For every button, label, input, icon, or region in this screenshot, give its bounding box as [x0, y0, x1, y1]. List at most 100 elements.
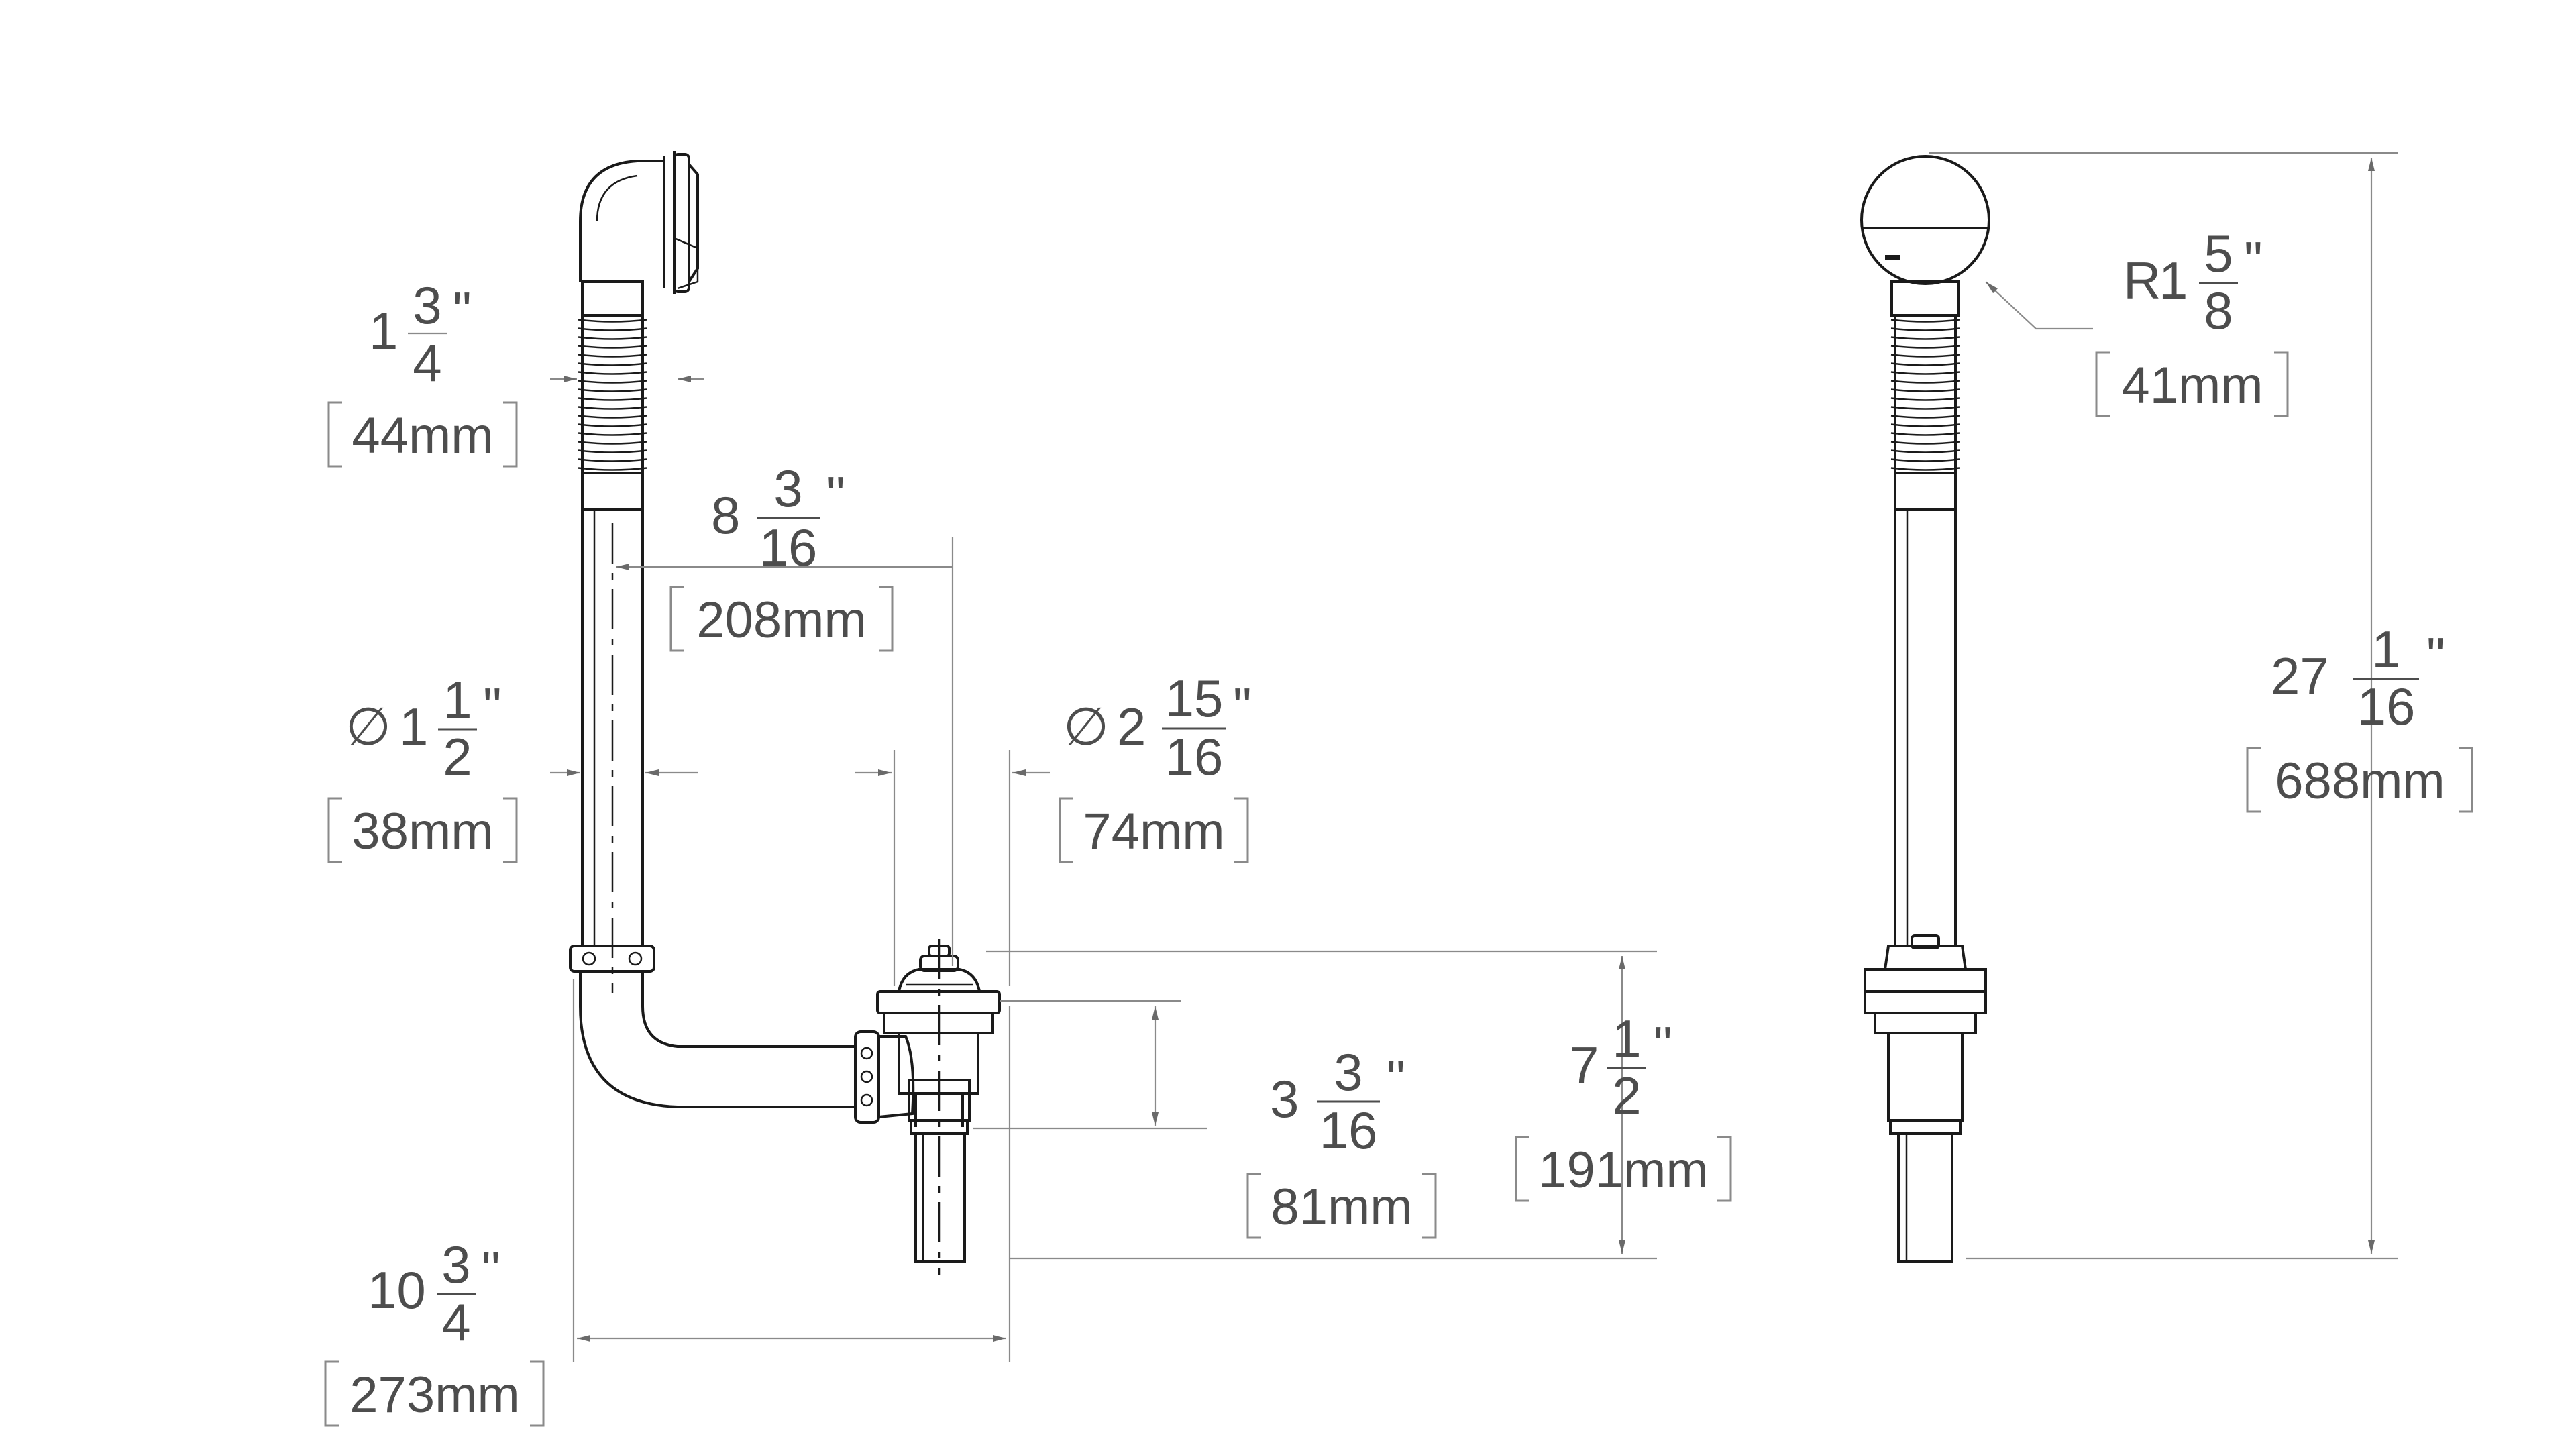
tube-rib [1890, 371, 1960, 375]
flex-tube [578, 315, 647, 473]
tube-rib [1890, 336, 1960, 340]
mm-value: 208mm [696, 592, 866, 649]
tube-rib [578, 388, 647, 392]
tube-rib [1890, 467, 1960, 471]
tube-rib [1890, 345, 1960, 349]
side-overflow-pipe [1894, 510, 1957, 946]
diameter-symbol: ∅ [1063, 697, 1109, 756]
coupling-nut [569, 945, 655, 973]
tube-rib [578, 371, 647, 375]
tube-rib [578, 397, 647, 401]
tube-rib [1890, 441, 1960, 445]
denominator: 2 [443, 727, 472, 786]
bend-pipe-inner [641, 971, 855, 1048]
whole: 1 [369, 301, 398, 360]
faceplate [1860, 155, 1990, 285]
tube-rib [578, 406, 647, 410]
mm-value: 38mm [352, 803, 493, 860]
tube-rib [1890, 449, 1960, 453]
tube-rib [578, 423, 647, 427]
label-pipe-diameter: ∅ 1 1 2 " 38mm [327, 670, 518, 863]
whole: 2 [1117, 697, 1146, 756]
overflow-pipe [581, 510, 644, 946]
side-view [1860, 155, 1990, 1263]
label-drain-body-height: 3 3 16 " 81mm [1246, 1042, 1437, 1239]
tube-rib [1890, 406, 1960, 410]
numerator: 5 [2204, 224, 2233, 283]
tube-rib [578, 345, 647, 349]
whole: 1 [2159, 251, 2188, 310]
denominator: 2 [1612, 1066, 1641, 1125]
label-centerline-offset: 8 3 16 " 208mm [669, 459, 894, 652]
whole: 1 [399, 697, 428, 756]
label-overall-width: 10 3 4 " 273mm [324, 1235, 545, 1427]
numerator: 1 [1612, 1009, 1641, 1068]
whole: 7 [1570, 1036, 1599, 1095]
bend-pipe-outer [579, 971, 855, 1108]
tube-rib [578, 432, 647, 436]
mm-value: 191mm [1538, 1142, 1708, 1199]
radius-prefix: R [2123, 251, 2161, 310]
tube-rib [578, 449, 647, 453]
mm-value: 688mm [2275, 753, 2445, 810]
tube-collar [581, 472, 644, 511]
label-drain-diameter: ∅ 2 15 16 " 74mm [1059, 669, 1252, 863]
tube-rib [578, 336, 647, 340]
side-tube-collar [1894, 472, 1957, 511]
numerator: 3 [1334, 1042, 1362, 1102]
label-overflow-tube: 1 3 4 " 44mm [327, 276, 518, 468]
tube-rib [578, 327, 647, 331]
tube-rib [578, 415, 647, 419]
tube-rib [1890, 432, 1960, 436]
tube-rib [1890, 415, 1960, 419]
overflow-elbow [579, 151, 699, 294]
label-overall-height: 27 1 16 " 688mm [2246, 620, 2473, 813]
label-faceplate-radius: R 1 5 8 " 41mm [2095, 224, 2289, 417]
whole: 10 [368, 1260, 426, 1320]
denominator: 16 [1165, 727, 1224, 786]
tee-nut [854, 1030, 915, 1124]
side-collar [1890, 280, 1960, 317]
numerator: 1 [2371, 620, 2400, 679]
inch-mark: " [1387, 1049, 1405, 1108]
tube-rib [578, 362, 647, 366]
tube-rib [1890, 423, 1960, 427]
numerator: 3 [773, 459, 802, 518]
denominator: 4 [413, 333, 441, 392]
tube-rib [578, 380, 647, 384]
mm-value: 81mm [1271, 1179, 1412, 1236]
mm-value: 74mm [1083, 803, 1224, 860]
tube-rib [578, 441, 647, 445]
tube-rib [1890, 354, 1960, 358]
overflow-collar [581, 280, 644, 317]
tube-rib [1890, 397, 1960, 401]
front-view [569, 151, 1001, 1275]
denominator: 16 [1320, 1101, 1378, 1160]
numerator: 3 [413, 276, 441, 335]
inch-mark: " [482, 1240, 500, 1299]
label-drain-total-height: 7 1 2 " 191mm [1515, 1009, 1732, 1202]
inch-mark: " [453, 281, 472, 340]
inch-mark: " [1654, 1016, 1672, 1075]
tube-rib [1890, 380, 1960, 384]
diameter-symbol: ∅ [345, 697, 391, 756]
denominator: 4 [441, 1293, 470, 1352]
tube-rib [1890, 458, 1960, 462]
tube-rib [1890, 327, 1960, 331]
tube-rib [1890, 319, 1960, 323]
inch-mark: " [1233, 677, 1252, 736]
side-flex-tube [1890, 315, 1960, 473]
numerator: 15 [1165, 669, 1224, 728]
tube-rib [578, 319, 647, 323]
inch-mark: " [2244, 231, 2263, 290]
inch-mark: " [2426, 627, 2445, 686]
mm-value: 41mm [2121, 357, 2263, 414]
whole: 3 [1270, 1069, 1299, 1128]
tube-rib [578, 467, 647, 471]
inch-mark: " [826, 466, 845, 525]
whole: 8 [711, 486, 740, 545]
mm-value: 273mm [350, 1366, 519, 1424]
whole: 27 [2271, 647, 2329, 706]
denominator: 16 [2357, 677, 2416, 736]
